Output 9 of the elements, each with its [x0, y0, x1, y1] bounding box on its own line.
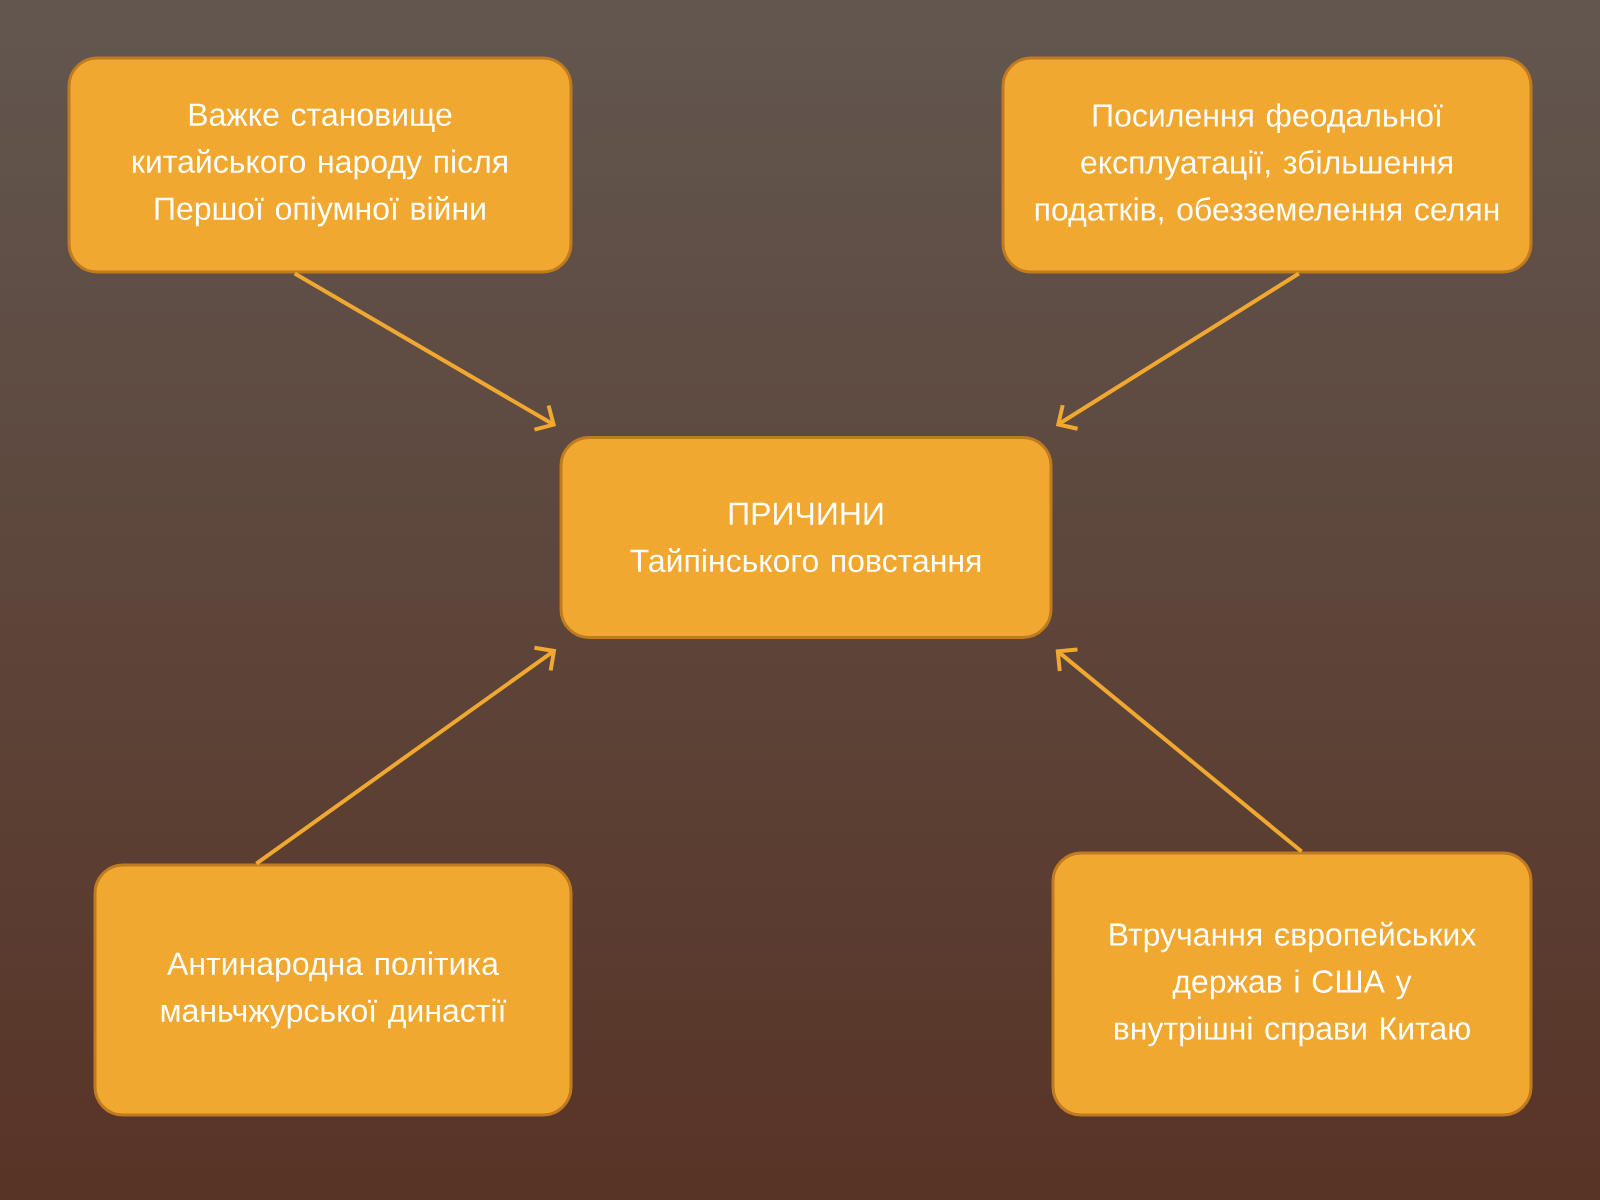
text-box: Антинародна політика маньчжурської династії	[93, 863, 573, 1117]
arrow	[1055, 271, 1300, 431]
text-box: Посилення феодальної експлуатації, збільшення податків, обезземелення селян	[1001, 56, 1533, 274]
text-box: Втручання європейських держав і США у внутрішні справи Китаю	[1051, 851, 1533, 1117]
text-box: Важке становище китайського народу після Першої опіумної війни	[67, 56, 573, 274]
arrow	[293, 271, 557, 432]
arrow	[255, 645, 557, 866]
arrow	[1055, 647, 1303, 854]
text-box: ПРИЧИНИ Тайпінського повстання	[559, 436, 1053, 639]
